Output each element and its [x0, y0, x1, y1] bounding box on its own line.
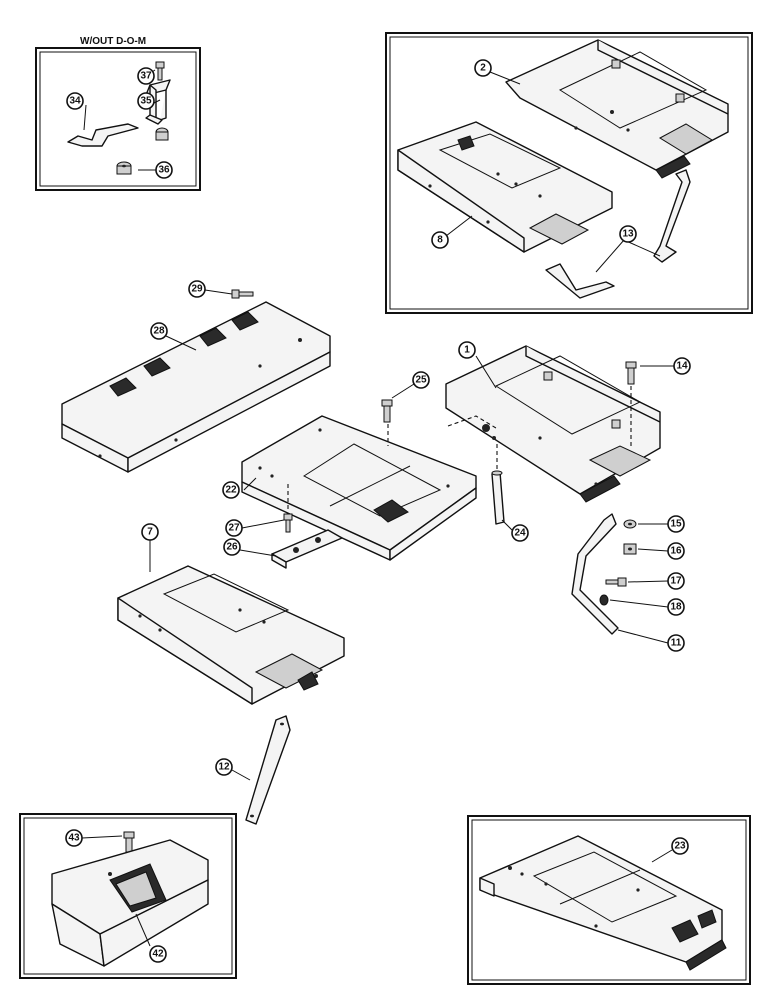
inset-title: W/OUT D-O-M [80, 36, 146, 47]
bolt-29 [231, 289, 254, 299]
bolt-25 [381, 399, 393, 423]
inset-alt-platform: 23 [467, 815, 751, 985]
platform-1 [445, 345, 661, 503]
svg-text:36: 36 [158, 165, 170, 176]
svg-text:25: 25 [415, 375, 427, 386]
nut-16 [623, 543, 637, 555]
svg-text:42: 42 [152, 949, 164, 960]
washer-15 [623, 519, 637, 529]
svg-text:13: 13 [622, 229, 634, 240]
main-assembly: 29 28 1 25 14 22 27 26 24 7 15 16 17 18 … [61, 280, 691, 825]
washer-18 [599, 594, 609, 606]
bolt-17 [605, 577, 627, 587]
callout-18: 18 [667, 598, 685, 616]
callout-29: 29 [188, 280, 206, 298]
bolt-37 [155, 61, 165, 81]
svg-text:24: 24 [514, 528, 526, 539]
platform-23 [479, 835, 727, 971]
callout-14: 14 [673, 357, 691, 375]
platform-2 [505, 39, 729, 179]
frame-8 [397, 121, 613, 253]
svg-text:22: 22 [225, 485, 237, 496]
svg-text:2: 2 [480, 63, 486, 74]
callout-13: 13 [619, 225, 637, 243]
callout-36: 36 [155, 161, 173, 179]
cover-plate-28 [61, 301, 331, 473]
inset-toolbox: 43 42 [19, 813, 237, 979]
svg-text:29: 29 [191, 284, 203, 295]
svg-text:17: 17 [670, 576, 682, 587]
toolbox-42 [51, 839, 209, 967]
frame-7 [117, 565, 345, 705]
callout-2: 2 [474, 59, 492, 77]
callout-25: 25 [412, 371, 430, 389]
callout-24: 24 [511, 524, 529, 542]
post-24 [491, 444, 505, 525]
svg-text:15: 15 [670, 519, 682, 530]
spacer-36 [116, 127, 169, 175]
callout-22: 22 [222, 481, 240, 499]
svg-text:1: 1 [464, 345, 470, 356]
callout-7: 7 [141, 523, 159, 541]
bracket-13 [545, 169, 691, 299]
floor-plate-22 [241, 415, 497, 561]
svg-text:28: 28 [153, 326, 165, 337]
callout-23: 23 [671, 837, 689, 855]
callout-8: 8 [431, 231, 449, 249]
callout-16: 16 [667, 542, 685, 560]
svg-text:11: 11 [671, 638, 682, 649]
callout-28: 28 [150, 322, 168, 340]
callout-34: 34 [66, 92, 84, 110]
callout-1: 1 [458, 341, 476, 359]
svg-text:43: 43 [68, 833, 80, 844]
bolt-14 [625, 361, 637, 446]
svg-text:23: 23 [674, 841, 686, 852]
callout-37: 37 [137, 67, 155, 85]
block-26 [271, 529, 343, 569]
svg-text:37: 37 [140, 71, 152, 82]
callout-35: 35 [137, 92, 155, 110]
callout-15: 15 [667, 515, 685, 533]
callout-17: 17 [667, 572, 685, 590]
svg-text:26: 26 [226, 542, 238, 553]
callout-11: 11 [667, 634, 685, 652]
callout-27: 27 [225, 519, 243, 537]
svg-text:16: 16 [670, 546, 682, 557]
svg-text:18: 18 [670, 602, 682, 613]
callout-42: 42 [149, 945, 167, 963]
svg-text:35: 35 [140, 96, 152, 107]
bolt-27 [283, 484, 293, 533]
callout-26: 26 [223, 538, 241, 556]
inset-platform-options: 2 8 13 [385, 32, 753, 314]
svg-text:12: 12 [218, 762, 230, 773]
svg-text:8: 8 [437, 235, 443, 246]
callout-43: 43 [65, 829, 83, 847]
svg-text:7: 7 [147, 527, 153, 538]
callout-12: 12 [215, 758, 233, 776]
arm-11 [571, 513, 619, 635]
svg-text:14: 14 [676, 361, 688, 372]
svg-text:34: 34 [69, 96, 81, 107]
svg-text:27: 27 [228, 523, 240, 534]
strap-12 [245, 715, 291, 825]
bracket-34 [67, 123, 139, 147]
inset-without-dom: W/OUT D-O-M 37 35 [35, 36, 201, 191]
